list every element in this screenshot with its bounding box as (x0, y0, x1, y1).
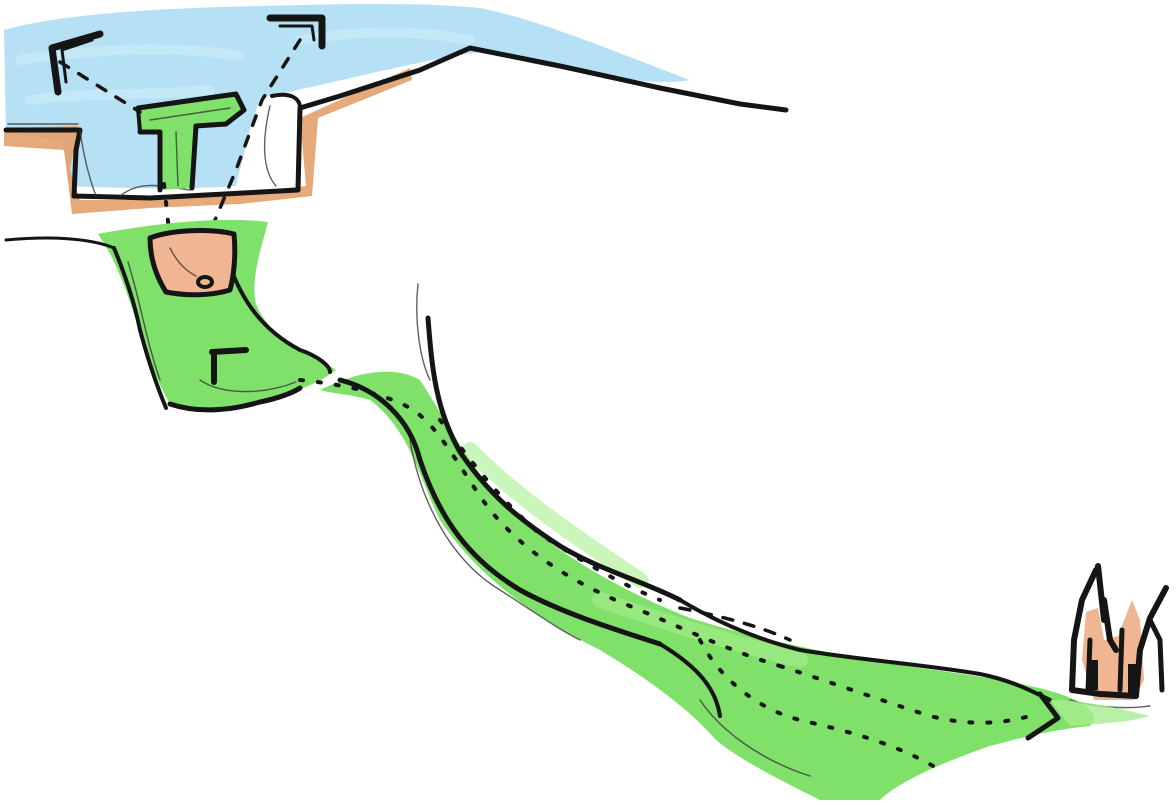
church-lawn (1050, 700, 1150, 726)
church-icon (1069, 563, 1169, 709)
green-promenade (298, 283, 1094, 800)
plaza-basin (147, 228, 238, 298)
viewpoint-bracket-icon (266, 14, 326, 50)
terrain-section (3, 45, 789, 214)
viewpoint-bracket-icon (209, 347, 249, 385)
viewpoint-bracket-icon (48, 30, 104, 96)
